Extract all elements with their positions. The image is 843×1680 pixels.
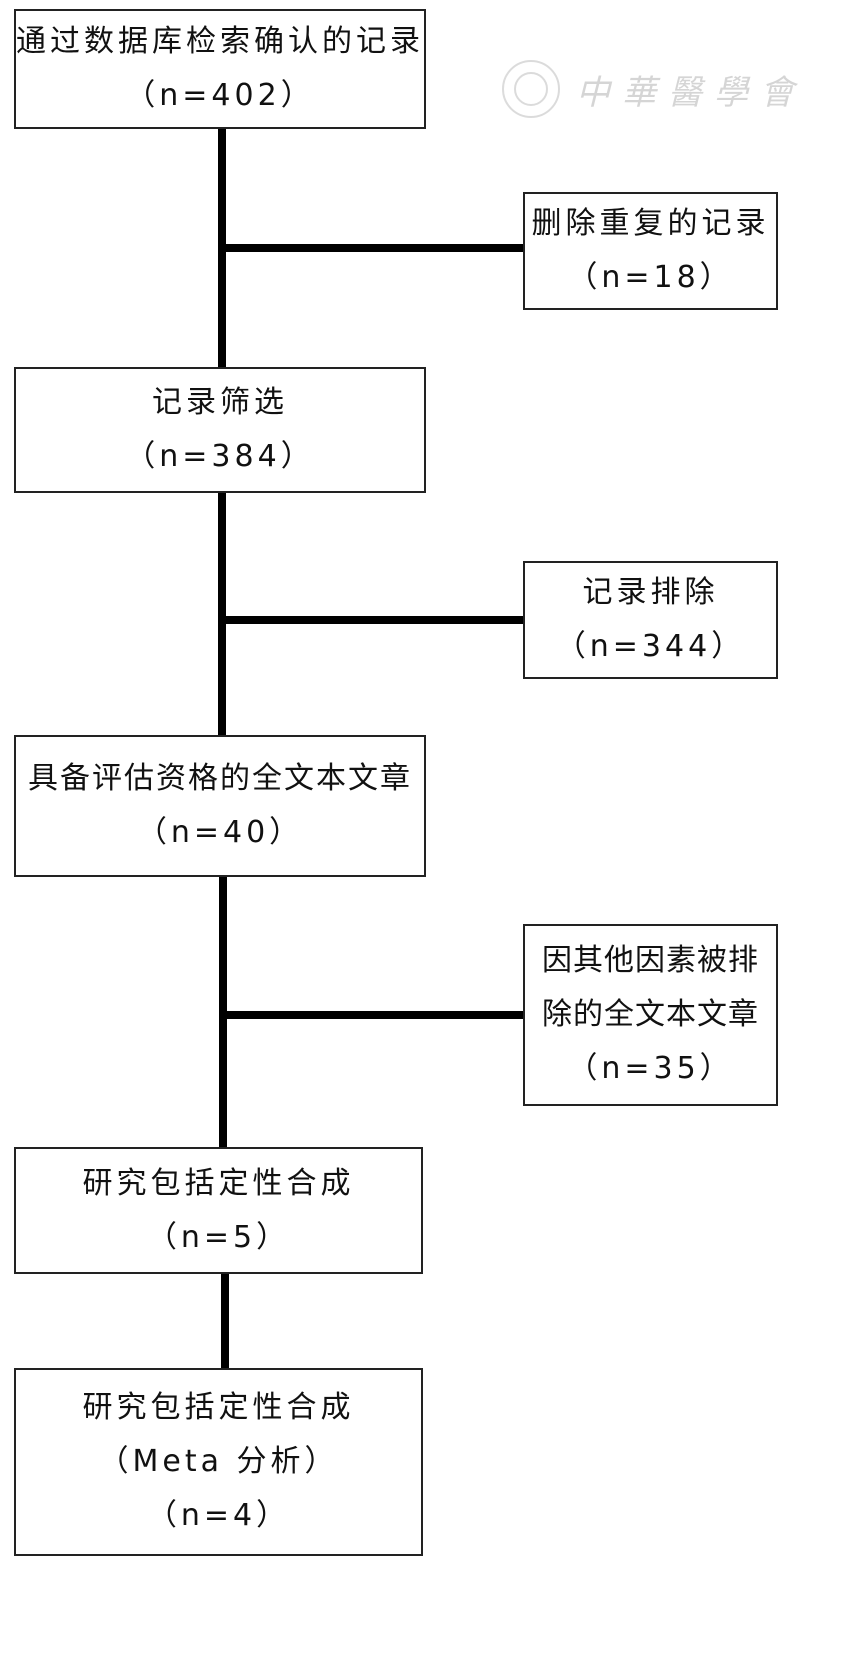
box-records-screened: 记录筛选 （n=384） xyxy=(14,367,426,493)
fulltext-assessed-label: 具备评估资格的全文本文章 xyxy=(28,761,412,796)
records-screened-label: 记录筛选 xyxy=(152,385,288,420)
records-excluded-label: 记录排除 xyxy=(582,575,719,610)
connector-branch-fulltext-excluded xyxy=(219,1011,525,1019)
records-excluded-count: （n=344） xyxy=(555,629,746,664)
connector-main-2 xyxy=(218,492,226,736)
records-identified-count: （n=402） xyxy=(125,78,315,113)
fulltext-excluded-label-2: 除的全文本文章 xyxy=(542,997,759,1032)
box-fulltext-assessed: 具备评估资格的全文本文章 （n=40） xyxy=(14,735,426,877)
box-records-excluded: 记录排除 （n=344） xyxy=(523,561,778,679)
connector-branch-excluded xyxy=(218,616,525,624)
meta-analysis-label: 研究包括定性合成 xyxy=(82,1390,355,1425)
fulltext-assessed-count: （n=40） xyxy=(136,815,304,850)
records-identified-label: 通过数据库检索确认的记录 xyxy=(16,24,424,59)
meta-analysis-count: （n=4） xyxy=(146,1498,291,1533)
connector-branch-duplicates xyxy=(218,244,525,252)
box-qualitative-synthesis: 研究包括定性合成 （n=5） xyxy=(14,1147,423,1274)
duplicates-removed-label: 删除重复的记录 xyxy=(531,206,770,241)
records-screened-count: （n=384） xyxy=(125,439,315,474)
duplicates-removed-count: （n=18） xyxy=(567,260,734,295)
connector-main-4 xyxy=(221,1272,229,1370)
fulltext-excluded-label-1: 因其他因素被排 xyxy=(542,943,759,978)
watermark: 中華醫學會 xyxy=(502,60,806,118)
box-records-identified: 通过数据库检索确认的记录 （n=402） xyxy=(14,9,426,129)
box-duplicates-removed: 删除重复的记录 （n=18） xyxy=(523,192,778,310)
society-seal-icon xyxy=(502,60,560,118)
box-fulltext-excluded: 因其他因素被排 除的全文本文章 （n=35） xyxy=(523,924,778,1106)
qualitative-synthesis-label: 研究包括定性合成 xyxy=(82,1165,355,1201)
box-meta-analysis: 研究包括定性合成 （Meta 分析） （n=4） xyxy=(14,1368,423,1556)
fulltext-excluded-count: （n=35） xyxy=(567,1051,734,1086)
watermark-text: 中華醫學會 xyxy=(576,72,806,113)
meta-analysis-subtitle: （Meta 分析） xyxy=(98,1444,339,1479)
qualitative-synthesis-count: （n=5） xyxy=(146,1219,291,1255)
